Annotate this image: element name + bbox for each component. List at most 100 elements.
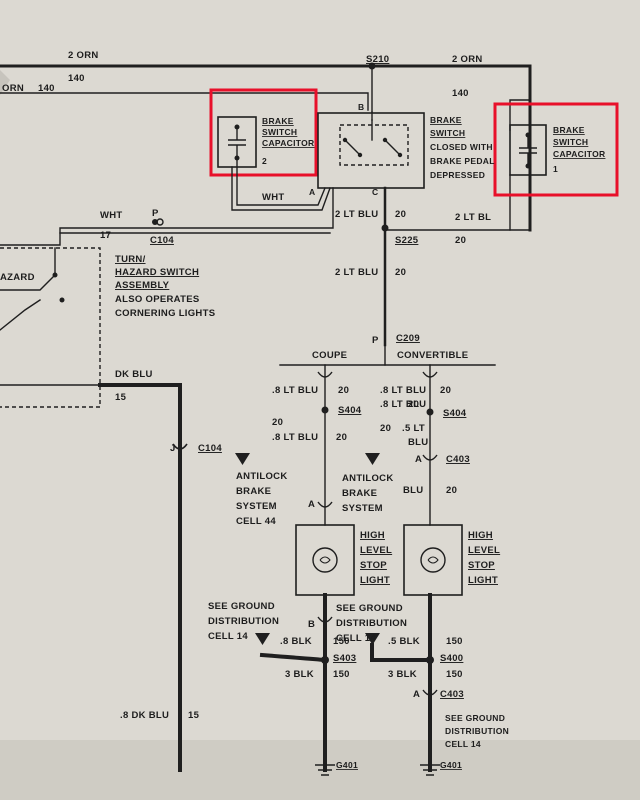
turn-hazard-label-2: HAZARD SWITCH: [115, 267, 199, 278]
brake-switch-label-1: BRAKE: [430, 115, 462, 125]
label-s225: S225: [395, 235, 419, 246]
splice-s404-left-dot: [321, 406, 329, 414]
label-c104-top-pin: P: [152, 208, 159, 219]
left-capacitor-label-3: CAPACITOR: [262, 138, 314, 148]
pin-b-switch: B: [358, 102, 364, 112]
label-left-ltblu-2: .8 LT BLU: [272, 432, 318, 443]
label-orn-left: ORN: [2, 83, 24, 94]
label-pin-a-left-light: A: [308, 499, 315, 510]
label-s403: S403: [333, 653, 356, 664]
label-left-3blk: 3 BLK: [285, 669, 314, 680]
antilock-right-1: ANTILOCK: [342, 473, 393, 484]
label-dk-blu-bottom: .8 DK BLU: [120, 710, 169, 721]
hazard-fragment: AZARD: [0, 272, 35, 283]
wire-wht-lower: [0, 187, 334, 246]
label-c403-upper-pin: A: [415, 454, 422, 465]
brake-switch-label-5: DEPRESSED: [430, 170, 485, 180]
label-left-150-b: 150: [333, 669, 350, 680]
wire-right-ground-ref: [370, 643, 432, 662]
label-140-top-left: 140: [68, 73, 85, 84]
wire-wht-upper-2: [231, 166, 331, 211]
label-2-orn-left: 2 ORN: [68, 50, 99, 61]
label-ltblu-center: 2 LT BLU: [335, 209, 378, 220]
left-capacitor-highlight: [209, 88, 318, 177]
turn-hazard-dashed-box: [0, 247, 101, 408]
wire-dk-blu: [98, 383, 182, 772]
label-s400: S400: [440, 653, 463, 664]
label-right-blu: BLU: [408, 437, 428, 448]
ground-right-symbol: [420, 764, 440, 776]
label-2-orn-right: 2 ORN: [452, 54, 483, 65]
label-wht-upper: WHT: [262, 192, 285, 203]
component-labels: COUPE CONVERTIBLE ANTILOCK BRAKE SYSTEM …: [208, 350, 509, 749]
right-capacitor-box: [509, 124, 547, 176]
antilock-left-3: SYSTEM: [236, 501, 277, 512]
label-c104-left-pin: J: [170, 443, 176, 454]
right-capacitor-label-1: BRAKE: [553, 125, 585, 135]
label-20-center: 20: [395, 209, 406, 220]
wire-right-cap-top: [509, 99, 531, 131]
stop-light-right-4: LIGHT: [468, 575, 498, 586]
stop-light-left-4: LIGHT: [360, 575, 390, 586]
label-wht-lower: WHT: [100, 210, 123, 221]
label-left-blk: .8 BLK: [280, 636, 312, 647]
label-right-3blk: 3 BLK: [388, 669, 417, 680]
wire-orn-140: [0, 92, 369, 111]
label-15-bottom: 15: [188, 710, 200, 721]
label-ltbl-right: 2 LT BL: [455, 212, 491, 223]
label-right-ltblu-1: .8 LT BLU: [380, 385, 426, 396]
ground-ref-bottom-1: SEE GROUND: [445, 713, 505, 723]
label-convertible: CONVERTIBLE: [397, 350, 468, 361]
brake-switch-inner: [339, 124, 409, 166]
stop-light-left-2: LEVEL: [360, 545, 392, 556]
label-c403-upper: C403: [446, 454, 470, 465]
paper-fold: [0, 70, 10, 95]
antilock-left-arrow: [235, 453, 250, 465]
wire-left-ground-ref: [259, 652, 328, 663]
label-left-150: 150: [333, 636, 350, 647]
label-c403-lower: C403: [440, 689, 464, 700]
label-left-ltblu-1: .8 LT BLU: [272, 385, 318, 396]
ground-ref-mid-2: DISTRIBUTION: [336, 618, 407, 629]
label-right-20-1: 20: [440, 385, 451, 396]
ground-ref-bottom-3: CELL 14: [445, 739, 481, 749]
label-right-blu-lower: BLU: [403, 485, 423, 496]
turn-hazard-label-3: ASSEMBLY: [115, 280, 170, 291]
label-right-20-3: 20: [380, 423, 391, 434]
label-20-vertical: 20: [395, 267, 406, 278]
turn-hazard-label-4: ALSO OPERATES: [115, 294, 199, 305]
antilock-left-4: CELL 44: [236, 516, 276, 527]
pin-c-switch: C: [372, 187, 378, 197]
brake-switch-label-3: CLOSED WITH: [430, 142, 493, 152]
label-right-20-2: 20: [408, 399, 419, 410]
dk-blu-wiring: [0, 383, 188, 772]
convertible-branch: [365, 364, 463, 776]
stop-light-right-1: HIGH: [468, 530, 493, 541]
ground-ref-mid-1: SEE GROUND: [336, 603, 403, 614]
label-c104-top: C104: [150, 235, 174, 246]
ground-ref-left-1: SEE GROUND: [208, 601, 275, 612]
ground-ref-mid-3: CELL 14: [336, 633, 376, 644]
left-capacitor-pin: 2: [262, 156, 267, 166]
right-capacitor-highlight: [493, 102, 619, 197]
turn-hazard-label-1: TURN/: [115, 254, 146, 265]
antilock-left-1: ANTILOCK: [236, 471, 287, 482]
antilock-right-arrow: [365, 453, 380, 465]
brake-switch: B A C BRAKE SWITCH CLOSED WITH BRAKE PED…: [309, 102, 495, 197]
lt-blu-wiring: [279, 186, 531, 366]
ground-ref-left-2: DISTRIBUTION: [208, 616, 279, 627]
wire-wht-upper: [236, 157, 326, 206]
label-right-ltblu-2: .8 LT BLU: [380, 399, 426, 410]
brake-switch-label-4: BRAKE PEDAL: [430, 156, 495, 166]
brake-switch-label-2: SWITCH: [430, 128, 465, 138]
left-capacitor-label-2: SWITCH: [262, 127, 297, 137]
label-c403-lower-pin: A: [413, 689, 420, 700]
label-left-20-1: 20: [338, 385, 349, 396]
label-right-20-4: 20: [446, 485, 457, 496]
label-coupe: COUPE: [312, 350, 347, 361]
stop-light-right-3: STOP: [468, 560, 495, 571]
ground-ref-left-arrow: [255, 633, 270, 645]
label-15: 15: [115, 392, 127, 403]
